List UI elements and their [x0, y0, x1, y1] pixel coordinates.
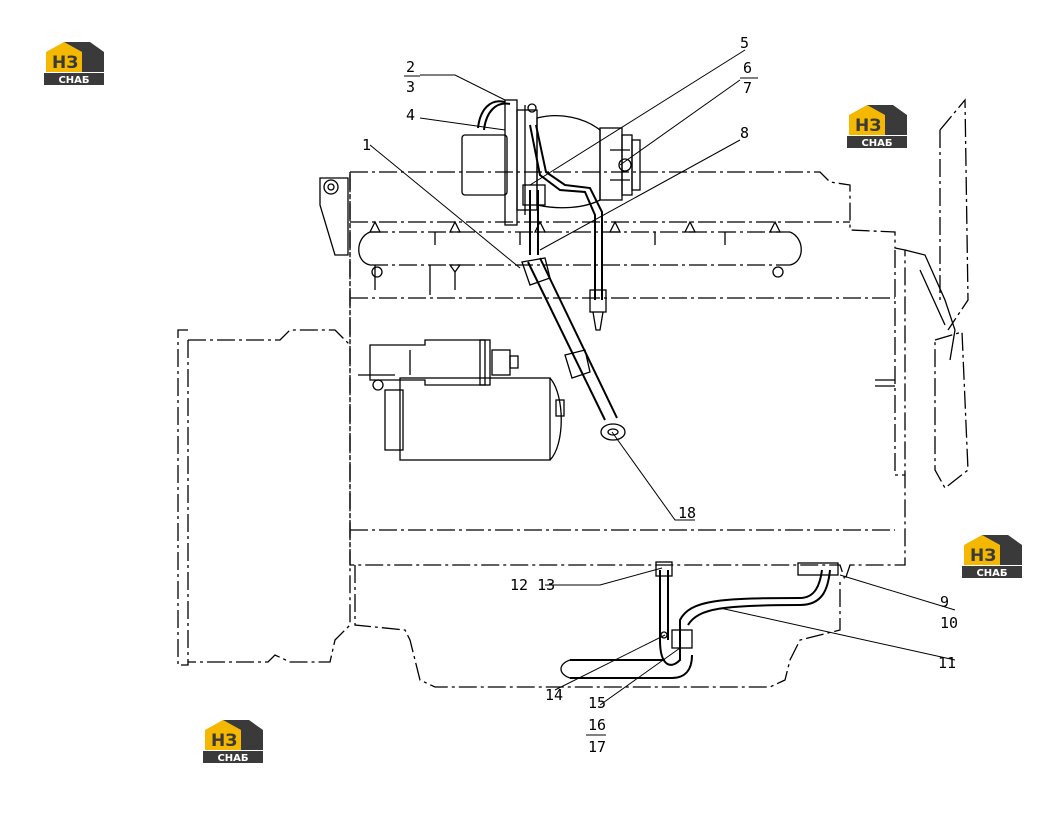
starter-motor	[358, 339, 565, 461]
callout-7: 7	[743, 79, 752, 97]
house-icon	[205, 720, 241, 750]
logo-caption: СНАБ	[58, 75, 89, 86]
turbo-oil-pipes	[477, 100, 607, 331]
callout-2: 2	[406, 58, 415, 76]
house-icon	[849, 105, 885, 135]
callout-6: 6	[743, 59, 752, 77]
callout-14: 14	[545, 686, 563, 704]
oil-suction-pipe	[560, 561, 839, 679]
cooling-fan	[875, 98, 969, 489]
engine-block	[349, 171, 906, 583]
logo-caption: СНАБ	[217, 753, 248, 764]
exhaust-manifold	[358, 220, 802, 295]
watermark-logo: НЗ СНАБ	[845, 103, 909, 149]
callout-8: 8	[740, 124, 749, 142]
watermark-logo: НЗ СНАБ	[201, 718, 265, 764]
callout-15: 15	[588, 694, 606, 712]
logo-mark: НЗ	[52, 53, 78, 73]
house-icon	[46, 42, 82, 72]
callout-17: 17	[588, 738, 606, 756]
callout-11: 11	[938, 654, 956, 672]
callout-3: 3	[406, 78, 415, 96]
logo-mark: НЗ	[211, 731, 237, 751]
engine-mount-left	[319, 177, 349, 256]
leader-lines	[369, 49, 956, 706]
callout-10: 10	[940, 614, 958, 632]
flywheel-housing	[177, 329, 351, 666]
turbocharger	[461, 99, 641, 226]
house-icon	[964, 535, 1000, 565]
callout-1: 1	[362, 136, 371, 154]
watermark-logo: НЗ СНАБ	[960, 533, 1024, 579]
oil-pan	[354, 565, 841, 688]
callout-18: 18	[678, 504, 696, 522]
logo-caption: СНАБ	[861, 138, 892, 149]
callout-9: 9	[940, 593, 949, 611]
watermark-logo: НЗ СНАБ	[42, 40, 106, 86]
oil-drain-pipe	[521, 257, 626, 441]
callout-5: 5	[740, 34, 749, 52]
logo-caption: СНАБ	[976, 568, 1007, 579]
callout-4: 4	[406, 106, 415, 124]
logo-mark: НЗ	[855, 116, 881, 136]
logo-mark: НЗ	[970, 546, 996, 566]
callout-labels: 2 3 4 1 5 6 7 8 18 12 13 9 10 11 14 15 1…	[362, 34, 958, 756]
callout-12-13: 12 13	[510, 576, 555, 594]
callout-16: 16	[588, 716, 606, 734]
